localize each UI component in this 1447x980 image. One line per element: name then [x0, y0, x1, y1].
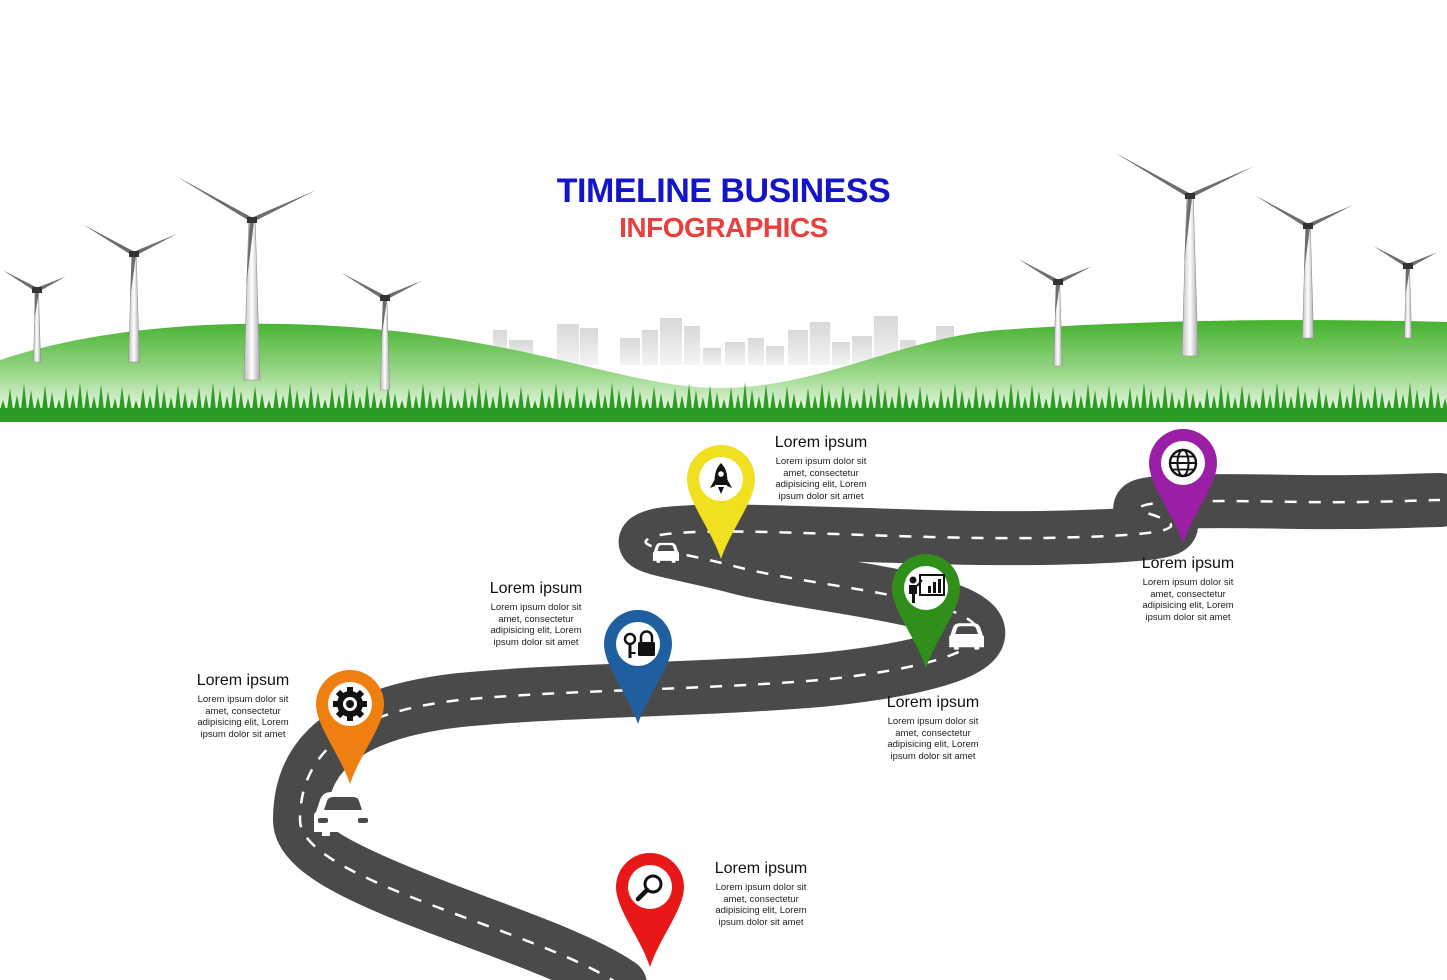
- milestone-1-text: Lorem ipsum Lorem ipsum dolor sit amet, …: [173, 672, 313, 740]
- gear-icon: [333, 687, 367, 721]
- car-icon: [314, 792, 372, 836]
- milestone-heading: Lorem ipsum: [173, 672, 313, 690]
- milestone-3-text: Lorem ipsum Lorem ipsum dolor sit amet, …: [751, 434, 891, 502]
- milestone-description: Lorem ipsum dolor sit amet, consectetur …: [711, 882, 811, 928]
- map-pin-red: [616, 853, 684, 967]
- car-icon: [949, 623, 984, 649]
- milestone-description: Lorem ipsum dolor sit amet, consectetur …: [486, 602, 586, 648]
- title-line-1: TIMELINE BUSINESS: [0, 172, 1447, 211]
- milestone-heading: Lorem ipsum: [691, 860, 831, 878]
- milestone-5-text: Lorem ipsum Lorem ipsum dolor sit amet, …: [1118, 555, 1258, 623]
- milestone-description: Lorem ipsum dolor sit amet, consectetur …: [193, 694, 293, 740]
- milestone-heading: Lorem ipsum: [1118, 555, 1258, 573]
- milestone-description: Lorem ipsum dolor sit amet, consectetur …: [771, 456, 871, 502]
- car-icon: [653, 543, 679, 563]
- milestone-2-text: Lorem ipsum Lorem ipsum dolor sit amet, …: [466, 580, 606, 648]
- milestone-description: Lorem ipsum dolor sit amet, consectetur …: [883, 716, 983, 762]
- milestone-heading: Lorem ipsum: [751, 434, 891, 452]
- milestone-heading: Lorem ipsum: [466, 580, 606, 598]
- milestone-heading: Lorem ipsum: [863, 694, 1003, 712]
- milestone-4-text: Lorem ipsum Lorem ipsum dolor sit amet, …: [863, 694, 1003, 762]
- milestone-description: Lorem ipsum dolor sit amet, consectetur …: [1138, 577, 1238, 623]
- grass-hills: [0, 320, 1447, 422]
- title-line-2: INFOGRAPHICS: [0, 212, 1447, 244]
- milestone-6-text: Lorem ipsum Lorem ipsum dolor sit amet, …: [691, 860, 831, 928]
